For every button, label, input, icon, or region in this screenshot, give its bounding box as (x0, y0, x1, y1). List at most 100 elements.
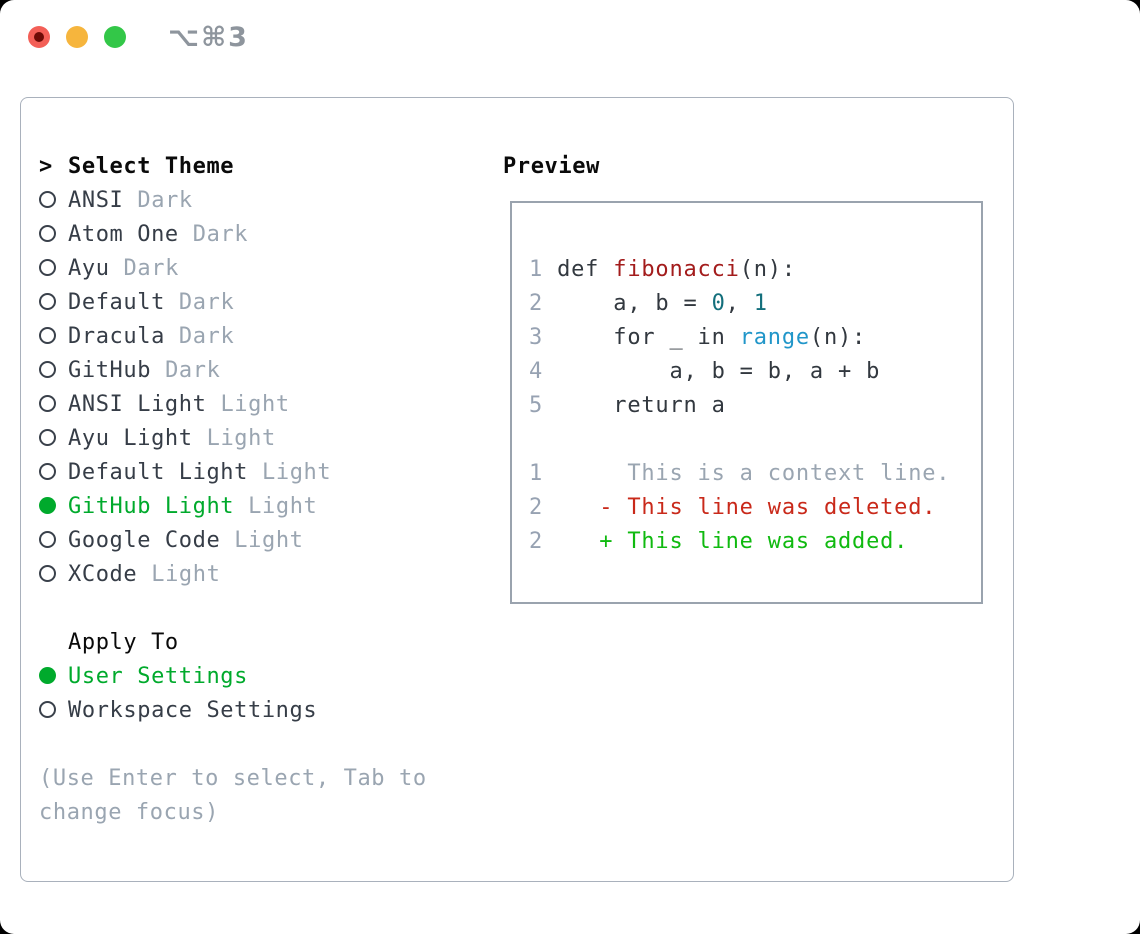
radio-unselected-icon (39, 252, 68, 286)
theme-option[interactable]: Default Light Light (39, 456, 427, 490)
minimize-button[interactable] (66, 26, 88, 48)
code-token: for _ in (557, 325, 740, 350)
theme-option-label: Ayu (68, 256, 110, 281)
radio-unselected-icon (39, 320, 68, 354)
window-title: ⌥⌘3 (168, 22, 249, 53)
code-line: 3 for _ in range(n): (529, 321, 981, 355)
code-token: def (557, 257, 614, 282)
apply-option[interactable]: Workspace Settings (39, 694, 427, 728)
code-line: 1 This is a context line. (529, 457, 981, 491)
code-token: fibonacci (613, 257, 740, 282)
code-token: return a (557, 393, 726, 418)
code-line: 2 + This line was added. (529, 525, 981, 559)
apply-to-label: Apply To (68, 630, 179, 655)
code-line: 2 a, b = 0, 1 (529, 287, 981, 321)
theme-option-label: Default (68, 290, 165, 315)
code-token: 1 (753, 291, 768, 316)
theme-option-variant: Dark (165, 358, 221, 383)
code-token: (n): (739, 257, 796, 282)
radio-unselected-icon (39, 422, 68, 456)
theme-option-variant: Light (262, 460, 332, 485)
code-line: 1 def fibonacci(n): (529, 253, 981, 287)
apply-to-header: Apply To (39, 626, 427, 660)
code-token: + This line was added. (557, 529, 909, 554)
code-token: 0 (711, 291, 726, 316)
code-token: (n): (809, 325, 867, 350)
apply-option-label: User Settings (68, 664, 248, 689)
code-line: 4 a, b = b, a + b (529, 355, 981, 389)
line-number: 1 (529, 257, 558, 282)
code-line (529, 423, 981, 457)
apply-option-label: Workspace Settings (68, 698, 318, 723)
radio-unselected-icon (39, 694, 68, 728)
theme-option-label: Google Code (68, 528, 221, 553)
line-number: 2 (529, 291, 558, 316)
zoom-button[interactable] (104, 26, 126, 48)
theme-option[interactable]: Google Code Light (39, 524, 427, 558)
theme-option-label: GitHub (68, 358, 152, 383)
theme-option-variant: Dark (192, 222, 249, 247)
help-text: (Use Enter to select, Tab to change focus… (39, 762, 427, 830)
theme-option-variant: Light (248, 494, 318, 519)
apply-option[interactable]: User Settings (39, 660, 427, 694)
theme-option-variant: Dark (123, 256, 179, 281)
modified-dot-icon (34, 32, 44, 42)
theme-option[interactable]: XCode Light (39, 558, 427, 592)
spacer (39, 592, 427, 626)
radio-unselected-icon (39, 524, 68, 558)
radio-selected-icon (39, 660, 68, 694)
line-number: 5 (529, 393, 558, 418)
line-number: 2 (529, 529, 558, 554)
help-text-line: (Use Enter to select, Tab to (39, 766, 427, 791)
theme-option[interactable]: Dracula Dark (39, 320, 427, 354)
theme-option-label: Default Light (68, 460, 248, 485)
radio-selected-icon (39, 490, 68, 524)
line-number: 2 (529, 495, 558, 520)
theme-option-variant: Dark (178, 290, 235, 315)
radio-unselected-icon (39, 184, 68, 218)
theme-option-label: Ayu Light (68, 426, 193, 451)
radio-unselected-icon (39, 286, 68, 320)
theme-option-label: Dracula (68, 324, 165, 349)
line-number: 4 (529, 359, 558, 384)
spacer (39, 728, 427, 762)
radio-unselected-icon (39, 388, 68, 422)
theme-option-variant: Dark (137, 188, 193, 213)
code-line: 5 return a (529, 389, 981, 423)
line-number: 3 (529, 325, 558, 350)
code-token: range (739, 325, 810, 350)
cursor-prompt-icon: > (39, 154, 53, 179)
code-line: 2 - This line was deleted. (529, 491, 981, 525)
code-token: - This line was deleted. (557, 495, 937, 520)
theme-option[interactable]: GitHub Light Light (39, 490, 427, 524)
radio-unselected-icon (39, 218, 68, 252)
theme-option-variant: Dark (178, 324, 235, 349)
preview-header: Preview (503, 154, 600, 179)
select-theme-header: >Select Theme (39, 150, 427, 184)
theme-option[interactable]: Ayu Light Light (39, 422, 427, 456)
theme-option[interactable]: Ayu Dark (39, 252, 427, 286)
code-token: a, b = b, a + b (557, 359, 881, 384)
theme-option-variant: Light (206, 426, 276, 451)
radio-unselected-icon (39, 354, 68, 388)
theme-option[interactable]: Default Dark (39, 286, 427, 320)
theme-option[interactable]: GitHub Dark (39, 354, 427, 388)
help-text-line: change focus) (39, 800, 219, 825)
theme-option-variant: Light (151, 562, 221, 587)
theme-option[interactable]: ANSI Dark (39, 184, 427, 218)
theme-option-variant: Light (234, 528, 304, 553)
line-number: 1 (529, 461, 558, 486)
close-button[interactable] (28, 26, 50, 48)
theme-option-label: GitHub Light (68, 494, 235, 519)
code-token: This is a context line. (557, 461, 951, 486)
radio-unselected-icon (39, 558, 68, 592)
theme-option-label: XCode (68, 562, 138, 587)
theme-option-label: ANSI (68, 188, 124, 213)
